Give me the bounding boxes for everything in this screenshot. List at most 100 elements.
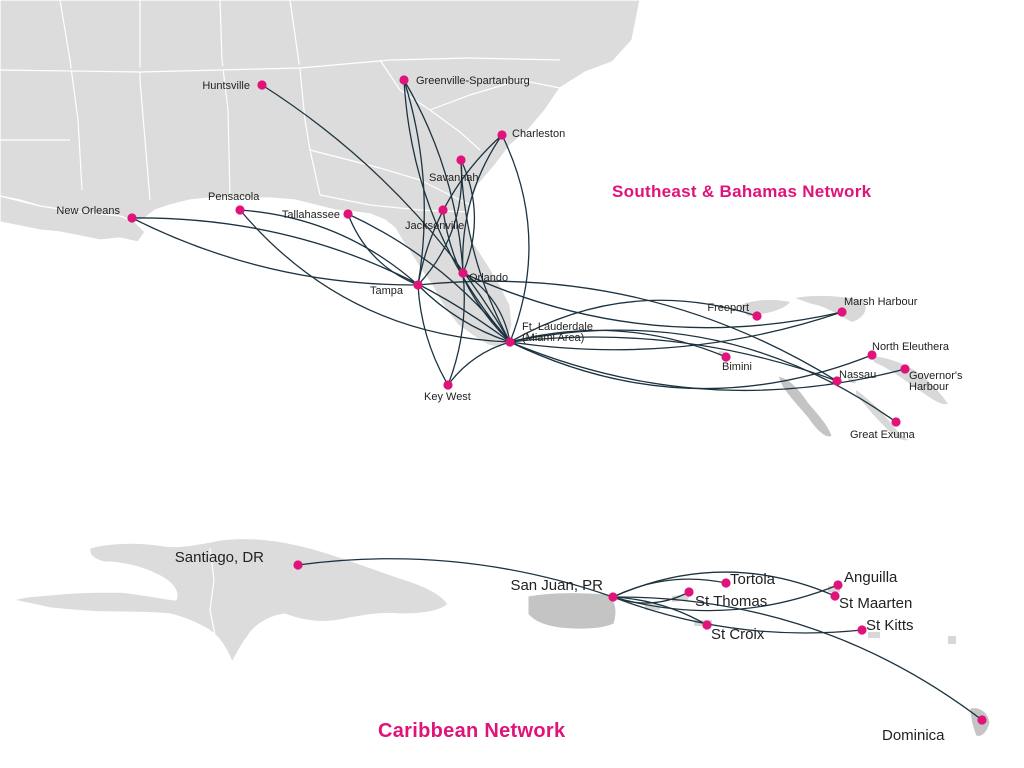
city-san-juan[interactable]: San Juan, PR: [510, 577, 618, 602]
city-marker-tortola[interactable]: [721, 578, 731, 588]
bahamas-islands: [718, 295, 948, 441]
city-marker-anguilla[interactable]: [833, 580, 843, 590]
city-marker-st-croix[interactable]: [702, 620, 712, 630]
city-marker-huntsville[interactable]: [257, 80, 267, 90]
city-label2-governors-harbour: Harbour: [909, 381, 949, 393]
city-marker-san-juan[interactable]: [608, 592, 618, 602]
route-fort-lauderdale-north-eleuthera: [509, 341, 873, 390]
city-tortola[interactable]: Tortola: [721, 571, 776, 588]
city-santiago[interactable]: Santiago, DR: [175, 549, 303, 570]
city-st-croix[interactable]: St Croix: [702, 620, 765, 643]
city-marker-bimini[interactable]: [721, 352, 731, 362]
city-label-fort-lauderdale: Ft. Lauderdale: [522, 321, 593, 333]
city-bimini[interactable]: Bimini: [721, 352, 752, 373]
city-greenville[interactable]: Greenville-Spartanburg: [399, 75, 530, 87]
city-marker-jacksonville[interactable]: [438, 205, 448, 215]
route-fort-lauderdale-nassau: [509, 336, 838, 382]
city-north-eleuthera[interactable]: North Eleuthera: [867, 341, 950, 360]
city-tampa[interactable]: Tampa: [370, 280, 423, 297]
city-label-freeport: Freeport: [707, 302, 749, 314]
route-fort-lauderdale-pensacola: [239, 209, 511, 343]
city-marker-key-west[interactable]: [443, 380, 453, 390]
city-label-nassau: Nassau: [839, 369, 876, 381]
city-marker-governors-harbour[interactable]: [900, 364, 910, 374]
city-orlando[interactable]: Orlando: [458, 268, 508, 284]
city-label-north-eleuthera: North Eleuthera: [872, 341, 950, 353]
city-freeport[interactable]: Freeport: [707, 302, 762, 321]
city-great-exuma[interactable]: Great Exuma: [850, 417, 916, 441]
city-jacksonville[interactable]: Jacksonville: [405, 205, 464, 232]
city-st-kitts[interactable]: St Kitts: [857, 617, 914, 635]
city-label-greenville: Greenville-Spartanburg: [416, 75, 530, 87]
city-anguilla[interactable]: Anguilla: [833, 569, 898, 590]
city-marker-nassau[interactable]: [832, 376, 842, 386]
city-label-st-maarten: St Maarten: [839, 595, 912, 612]
route-fort-lauderdale-greenville: [403, 79, 511, 343]
city-marker-north-eleuthera[interactable]: [867, 350, 877, 360]
city-marker-great-exuma[interactable]: [891, 417, 901, 427]
city-label-charleston: Charleston: [512, 128, 565, 140]
route-tampa-nassau: [417, 280, 838, 382]
city-marker-st-thomas[interactable]: [684, 587, 694, 597]
city-marker-tampa[interactable]: [413, 280, 423, 290]
city-charleston[interactable]: Charleston: [497, 128, 565, 140]
city-marker-tallahassee[interactable]: [343, 209, 353, 219]
city-marker-freeport[interactable]: [752, 311, 762, 321]
route-orlando-charleston: [462, 134, 503, 274]
city-marker-fort-lauderdale[interactable]: [505, 337, 515, 347]
city-markers: Huntsville Greenville-SpartanburgCharlest…: [56, 75, 987, 744]
route-orlando-greenville: [403, 79, 464, 274]
city-label-key-west: Key West: [424, 391, 471, 403]
city-st-maarten[interactable]: St Maarten: [830, 591, 912, 612]
city-marker-st-kitts[interactable]: [857, 625, 867, 635]
city-label-marsh-harbour: Marsh Harbour: [844, 296, 918, 308]
route-san-juan-st-kitts: [612, 596, 863, 634]
route-orlando-savannah: [460, 159, 476, 274]
city-label-pensacola: Pensacola: [208, 191, 260, 203]
route-san-juan-st-croix: [612, 596, 708, 626]
route-tampa-savannah: [417, 159, 463, 286]
city-marker-savannah[interactable]: [456, 155, 466, 165]
city-marker-santiago[interactable]: [293, 560, 303, 570]
city-huntsville[interactable]: Huntsville: [202, 80, 267, 92]
city-label-san-juan: San Juan, PR: [510, 577, 603, 594]
route-tampa-key-west: [417, 284, 449, 386]
city-label-tortola: Tortola: [730, 571, 776, 588]
city-key-west[interactable]: Key West: [424, 380, 471, 403]
city-tallahassee[interactable]: Tallahassee: [282, 209, 353, 221]
route-fort-lauderdale-marsh-harbour: [509, 311, 843, 351]
city-label-tampa: Tampa: [370, 285, 404, 297]
caribbean-islands: [12, 537, 991, 737]
route-tampa-new-orleans: [131, 217, 419, 286]
city-marsh-harbour[interactable]: Marsh Harbour: [837, 296, 918, 317]
city-label2-fort-lauderdale: (Miami Area): [522, 332, 584, 344]
city-nassau[interactable]: Nassau: [832, 369, 876, 386]
city-marker-new-orleans[interactable]: [127, 213, 137, 223]
route-san-juan-santiago: [297, 558, 614, 598]
city-marker-st-maarten[interactable]: [830, 591, 840, 601]
city-savannah[interactable]: Savannah: [429, 155, 479, 184]
city-marker-greenville[interactable]: [399, 75, 409, 85]
city-label-new-orleans: New Orleans: [56, 205, 120, 217]
city-marker-orlando[interactable]: [458, 268, 468, 278]
city-marker-charleston[interactable]: [497, 130, 507, 140]
route-fort-lauderdale-charleston: [501, 134, 530, 343]
city-label-jacksonville: Jacksonville: [405, 220, 464, 232]
city-label-savannah: Savannah: [429, 172, 479, 184]
city-st-thomas[interactable]: St Thomas: [684, 587, 767, 610]
southeast-network-title: Southeast & Bahamas Network: [612, 182, 872, 201]
city-label-santiago: Santiago, DR: [175, 549, 264, 566]
city-marker-marsh-harbour[interactable]: [837, 307, 847, 317]
city-label-anguilla: Anguilla: [844, 569, 898, 586]
route-lines: [131, 79, 983, 721]
city-new-orleans[interactable]: New Orleans: [56, 205, 137, 223]
city-marker-pensacola[interactable]: [235, 205, 245, 215]
city-dominica[interactable]: Dominica: [882, 715, 987, 744]
route-san-juan-anguilla: [612, 584, 839, 612]
city-fort-lauderdale[interactable]: Ft. Lauderdale(Miami Area): [505, 321, 593, 347]
route-fort-lauderdale-savannah: [460, 159, 511, 343]
city-marker-dominica[interactable]: [977, 715, 987, 725]
city-pensacola[interactable]: Pensacola: [208, 191, 260, 215]
